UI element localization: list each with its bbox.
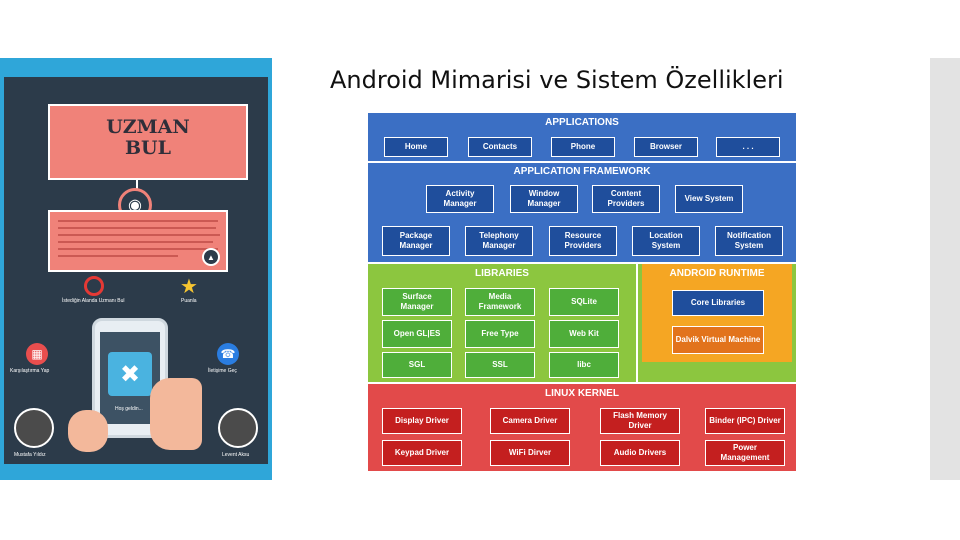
lib-freetype: Free Type xyxy=(465,320,535,348)
phone-caption: Hoş geldin... xyxy=(115,406,143,412)
framework-title: APPLICATION FRAMEWORK xyxy=(513,166,651,177)
poster-label-rate: Puanla xyxy=(181,298,197,304)
poster-name-left: Mustafa Yıldız xyxy=(14,452,46,458)
kernel-power-management: Power Management xyxy=(705,440,785,466)
framework-layer: APPLICATION FRAMEWORK Activity Manager W… xyxy=(368,163,796,262)
poster-description-box xyxy=(48,210,228,272)
app-phone: Phone xyxy=(551,137,615,157)
poster-label-find: İstediğin Alanda Uzmanı Bul xyxy=(62,298,125,304)
fw-notification-system: Notification System xyxy=(715,226,783,256)
kernel-keypad-driver: Keypad Driver xyxy=(382,440,462,466)
runtime-layer: ANDROID RUNTIME Core Libraries Dalvik Vi… xyxy=(642,264,792,362)
fw-window-manager: Window Manager xyxy=(510,185,578,213)
rt-core-libraries: Core Libraries xyxy=(672,290,764,316)
runtime-title: ANDROID RUNTIME xyxy=(669,268,765,279)
lib-webkit: Web Kit xyxy=(549,320,619,348)
poster-title-line2: BUL xyxy=(125,137,171,159)
kernel-display-driver: Display Driver xyxy=(382,408,462,434)
libraries-title: LIBRARIES xyxy=(475,268,529,279)
badge-icon: ▲ xyxy=(202,248,220,266)
star-icon: ★ xyxy=(180,276,198,298)
libraries-layer: LIBRARIES Surface Manager Media Framewor… xyxy=(368,264,636,382)
rt-dalvik-vm: Dalvik Virtual Machine xyxy=(672,326,764,354)
poster-title-line1: UZMAN xyxy=(106,116,190,138)
fw-telephony-manager: Telephony Manager xyxy=(465,226,533,256)
applications-layer: APPLICATIONS Home Contacts Phone Browser… xyxy=(368,113,796,161)
search-icon xyxy=(84,276,104,296)
kernel-binder-driver: Binder (IPC) Driver xyxy=(705,408,785,434)
avatar-left xyxy=(14,408,54,448)
phone-call-icon: ☎ xyxy=(217,343,239,365)
kernel-layer: LINUX KERNEL Display Driver Camera Drive… xyxy=(368,384,796,471)
lib-sqlite: SQLite xyxy=(549,288,619,316)
lib-sgl: SGL xyxy=(382,352,452,378)
fw-view-system: View System xyxy=(675,185,743,213)
lib-opengl: Open GL|ES xyxy=(382,320,452,348)
lib-libc: libc xyxy=(549,352,619,378)
compare-icon: ▦ xyxy=(26,343,48,365)
app-contacts: Contacts xyxy=(468,137,532,157)
runtime-container: ANDROID RUNTIME Core Libraries Dalvik Vi… xyxy=(638,264,796,382)
slide-title: Android Mimarisi ve Sistem Özellikleri xyxy=(330,66,784,94)
poster-label-contact: İletişime Geç xyxy=(208,368,237,374)
poster-banner: UZMAN BUL xyxy=(48,104,248,180)
app-home: Home xyxy=(384,137,448,157)
fw-activity-manager: Activity Manager xyxy=(426,185,494,213)
fw-package-manager: Package Manager xyxy=(382,226,450,256)
poster-label-compare: Karşılaştırma Yap xyxy=(10,368,50,374)
app-browser: Browser xyxy=(634,137,698,157)
fw-resource-providers: Resource Providers xyxy=(549,226,617,256)
lib-ssl: SSL xyxy=(465,352,535,378)
hand-illustration xyxy=(150,378,202,450)
android-architecture-diagram: APPLICATIONS Home Contacts Phone Browser… xyxy=(368,113,796,471)
kernel-audio-drivers: Audio Drivers xyxy=(600,440,680,466)
app-more: . . . xyxy=(716,137,780,157)
side-strip xyxy=(930,58,960,480)
kernel-flash-memory-driver: Flash Memory Driver xyxy=(600,408,680,434)
fw-content-providers: Content Providers xyxy=(592,185,660,213)
poster-connector xyxy=(136,180,138,190)
hand-illustration-left xyxy=(68,410,108,452)
kernel-camera-driver: Camera Driver xyxy=(490,408,570,434)
avatar-right xyxy=(218,408,258,448)
poster-name-right: Levent Aksu xyxy=(222,452,250,458)
lib-media-framework: Media Framework xyxy=(465,288,535,316)
lib-surface-manager: Surface Manager xyxy=(382,288,452,316)
tools-icon: ✖ xyxy=(108,352,152,396)
fw-location-system: Location System xyxy=(632,226,700,256)
kernel-title: LINUX KERNEL xyxy=(545,388,619,399)
kernel-wifi-driver: WiFi Dirver xyxy=(490,440,570,466)
applications-title: APPLICATIONS xyxy=(545,117,619,128)
